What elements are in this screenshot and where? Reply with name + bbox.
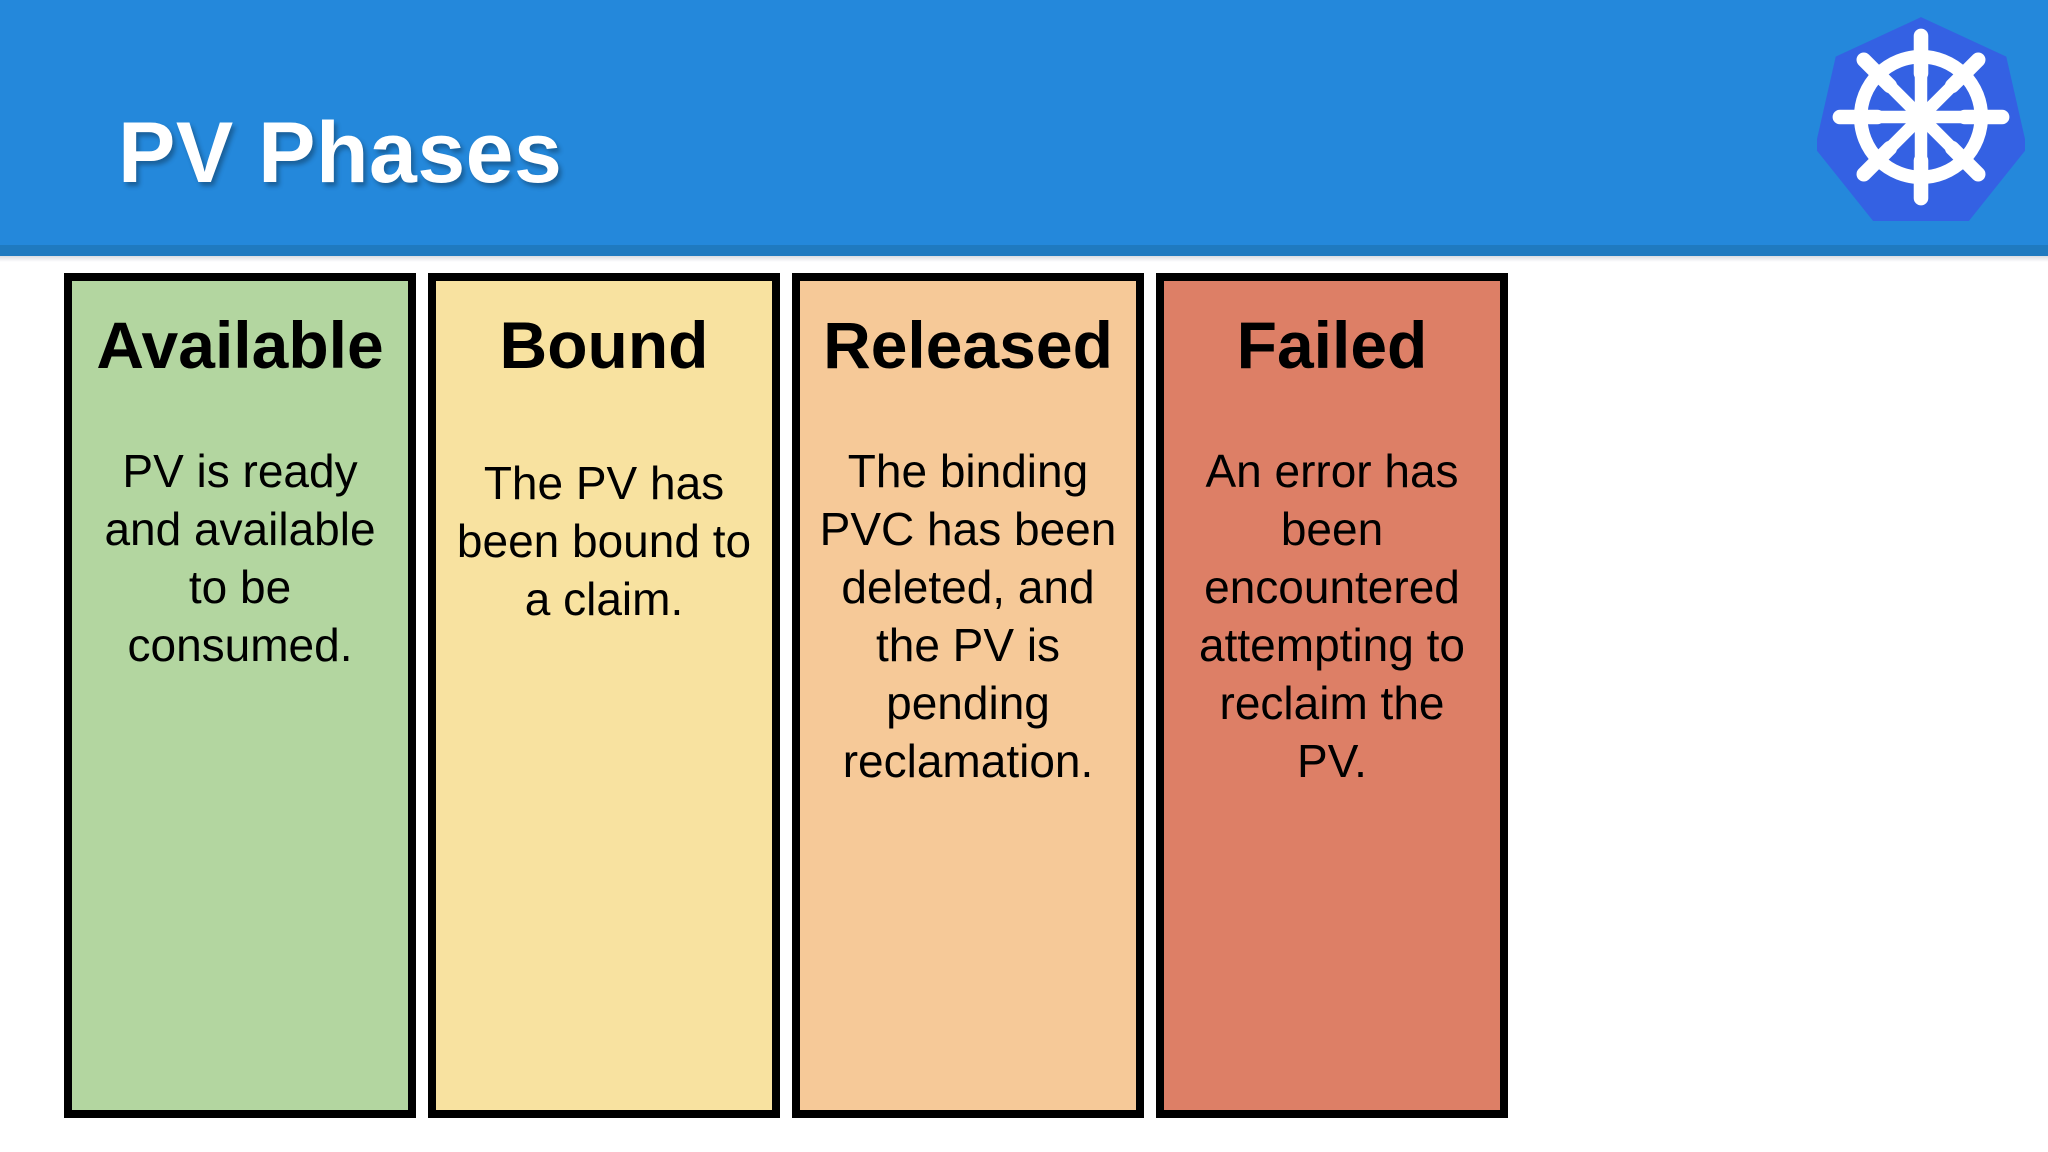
card-description-available: PV is ready and available to be consumed…	[104, 444, 376, 671]
header-shadow	[0, 256, 2048, 262]
pv-phase-card-row: Available PV is ready and available to b…	[64, 273, 1508, 1118]
kubernetes-logo-icon	[1817, 4, 2025, 230]
card-description-released: The binding PVC has been deleted, and th…	[819, 444, 1117, 787]
card-title-released: Released	[823, 308, 1113, 382]
pv-phase-card-bound[interactable]: Bound The PV has been bound to a claim.	[428, 273, 780, 1118]
pv-phase-card-available[interactable]: Available PV is ready and available to b…	[64, 273, 416, 1118]
pv-phase-card-failed[interactable]: Failed An error has been encountered att…	[1156, 273, 1508, 1118]
card-title-bound: Bound	[499, 308, 709, 382]
card-title-failed: Failed	[1236, 308, 1428, 382]
page-title: PV Phases	[118, 105, 563, 201]
header-underline	[0, 245, 2048, 256]
card-description-failed: An error has been encountered attempting…	[1199, 444, 1465, 787]
card-description-bound: The PV has been bound to a claim.	[456, 456, 752, 625]
pv-phase-card-released[interactable]: Released The binding PVC has been delete…	[792, 273, 1144, 1118]
card-title-available: Available	[96, 308, 384, 382]
slide-header	[0, 0, 2048, 245]
